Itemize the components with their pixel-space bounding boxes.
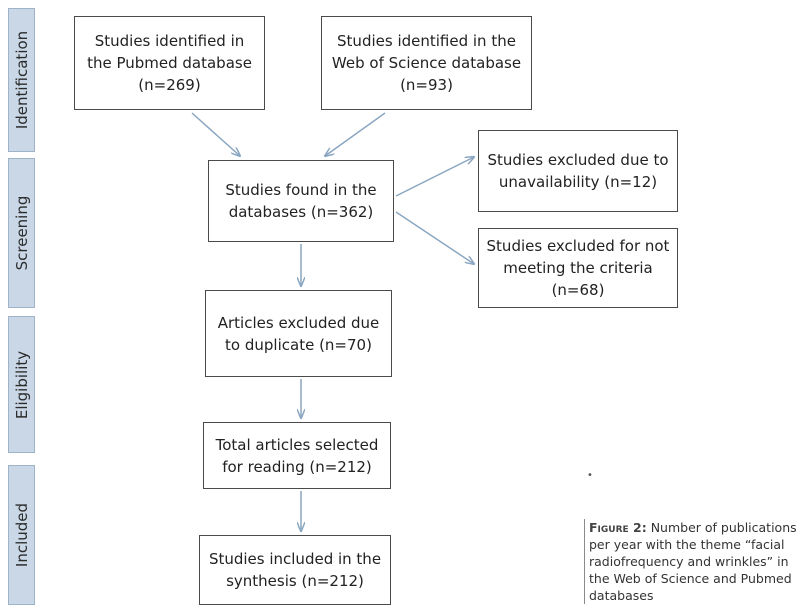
figure-caption-lead: Figure 2: bbox=[589, 520, 647, 535]
box-duplicate-text: Articles excluded due to duplicate (n=70… bbox=[217, 313, 380, 354]
figure-caption: Figure 2: Number of publications per yea… bbox=[584, 519, 802, 604]
phase-screening: Screening bbox=[8, 158, 35, 308]
box-selected-for-reading: Total articles selected for reading (n=2… bbox=[203, 422, 391, 489]
box-excluded-criteria: Studies excluded for not meeting the cri… bbox=[478, 228, 678, 308]
arrow-wos-to-found bbox=[325, 112, 386, 156]
phase-identification: Identification bbox=[8, 8, 35, 152]
box-web-of-science-text: Studies identified in the Web of Science… bbox=[331, 32, 522, 94]
box-selected-text: Total articles selected for reading (n=2… bbox=[215, 435, 379, 476]
box-included-synthesis: Studies included in the synthesis (n=212… bbox=[199, 535, 391, 605]
stray-dot: • bbox=[587, 470, 593, 481]
arrow-pubmed-to-found bbox=[191, 112, 240, 156]
box-excluded-unavailability: Studies excluded due to unavailability (… bbox=[478, 130, 678, 212]
box-web-of-science: Studies identified in the Web of Science… bbox=[321, 16, 532, 110]
box-synthesis-text: Studies included in the synthesis (n=212… bbox=[208, 550, 382, 590]
box-found-text: Studies found in the databases (n=362) bbox=[225, 181, 377, 221]
box-found-in-databases: Studies found in the databases (n=362) bbox=[208, 160, 394, 242]
figure-caption-text: Number of publications per year with the… bbox=[589, 520, 797, 603]
arrow-found-to-unavailability bbox=[395, 157, 474, 197]
phase-included: Included bbox=[8, 465, 35, 605]
arrow-found-to-criteria bbox=[395, 211, 474, 264]
box-duplicate: Articles excluded due to duplicate (n=70… bbox=[205, 290, 392, 377]
box-excluded-criteria-text: Studies excluded for not meeting the cri… bbox=[486, 237, 670, 299]
phase-eligibility: Eligibility bbox=[8, 316, 35, 453]
box-pubmed: Studies identified in the Pubmed databas… bbox=[74, 16, 265, 110]
box-pubmed-text: Studies identified in the Pubmed databas… bbox=[87, 32, 252, 94]
box-excluded-unavailability-text: Studies excluded due to unavailability (… bbox=[487, 151, 669, 191]
